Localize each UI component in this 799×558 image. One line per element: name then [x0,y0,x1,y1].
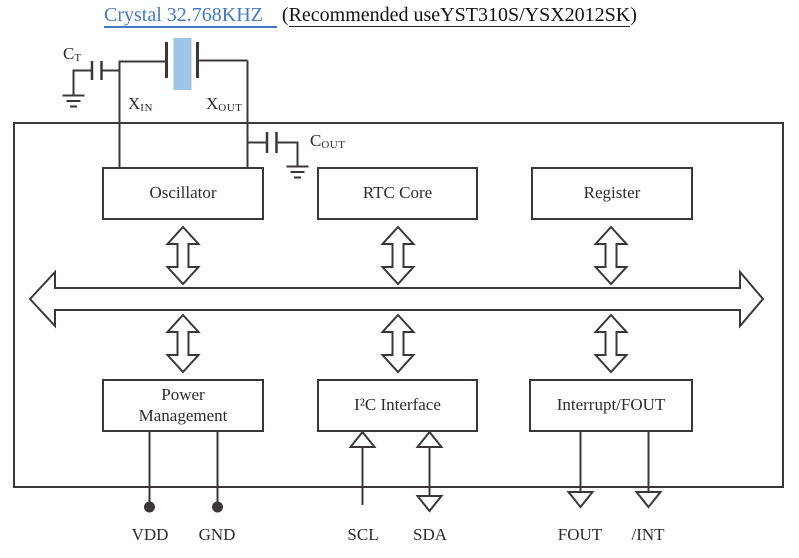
int-label: /INT [631,525,665,544]
cout-label: COUT [310,131,345,151]
arrow-register-bus-icon [593,225,629,286]
oscillator-label: Oscillator [149,183,217,203]
power-management-text: Power Management [138,385,228,425]
fout-down-arrow-icon [566,491,595,509]
capacitor-cout-icon [247,132,299,166]
scl-up-arrow-icon [348,430,377,448]
arrow-oscillator-bus-icon [165,225,201,286]
pin-sda [415,430,444,513]
ct-wire-left [72,69,91,96]
xin-main: X [128,94,141,113]
register-label: Register [583,183,641,203]
cout-main: C [310,131,322,150]
vdd-label: VDD [131,525,169,544]
arrow-interrupt-bus-icon [593,313,629,374]
cout-sub: OUT [321,139,346,151]
block-register [531,167,693,220]
crystal-spec-link[interactable]: Crystal 32.768KHZ [104,4,277,28]
block-interrupt-fout [529,379,693,432]
chip-boundary [13,122,784,488]
xin-wire [118,60,166,168]
block-rtc-core [317,167,478,220]
xout-label: XOUT [206,94,242,114]
gnd-pad-icon [212,501,223,513]
xout-main: X [206,94,219,113]
pin-scl [348,430,377,505]
crystal-circuit [62,38,309,179]
scl-label: SCL [347,525,379,544]
capacitor-ct-icon [72,61,120,96]
ground-icon [286,165,309,179]
sda-down-arrow-icon [415,495,444,513]
pin-fout [566,431,595,509]
note-open-paren: ( [281,4,289,26]
int-down-arrow-icon [634,491,663,509]
sda-up-arrow-icon [415,430,444,448]
i2c-interface-label: I²C Interface [354,395,441,415]
xin-label: XIN [128,94,153,114]
crystal-icon [173,38,192,90]
bus-arrow [28,269,765,329]
interrupt-fout-label: Interrupt/FOUT [556,395,666,415]
pin-int [634,431,663,509]
power-management-label: Power Management [103,380,263,431]
fout-label: FOUT [557,525,603,544]
cout-wire-right [277,141,299,166]
arrow-rtccore-bus-icon [380,225,416,286]
diagram-title: Crystal 32.768KHZ(Recommended useYST310S… [104,4,637,28]
pin-gnd [212,431,223,513]
vdd-pad-icon [144,501,155,513]
arrow-power-bus-icon [165,313,201,374]
ct-main: C [63,44,75,63]
ct-sub: T [74,52,82,64]
ground-icon [62,94,85,108]
sda-label: SDA [412,525,448,544]
recommendation-note: (Recommended useYST310S/YSX2012SK) [281,4,637,27]
gnd-label: GND [198,525,236,544]
block-oscillator [102,167,264,220]
rtc-core-label: RTC Core [362,183,433,203]
xout-sub: OUT [218,102,243,114]
xin-sub: IN [140,102,153,114]
note-text: Recommended useYST310S/YSX2012SK [288,4,631,27]
ct-label: CT [63,44,82,64]
block-i2c-interface [317,379,478,432]
arrow-i2c-bus-icon [380,313,416,374]
block-power-management [102,379,264,432]
note-close-paren: ) [630,4,637,26]
pin-vdd [144,431,155,513]
